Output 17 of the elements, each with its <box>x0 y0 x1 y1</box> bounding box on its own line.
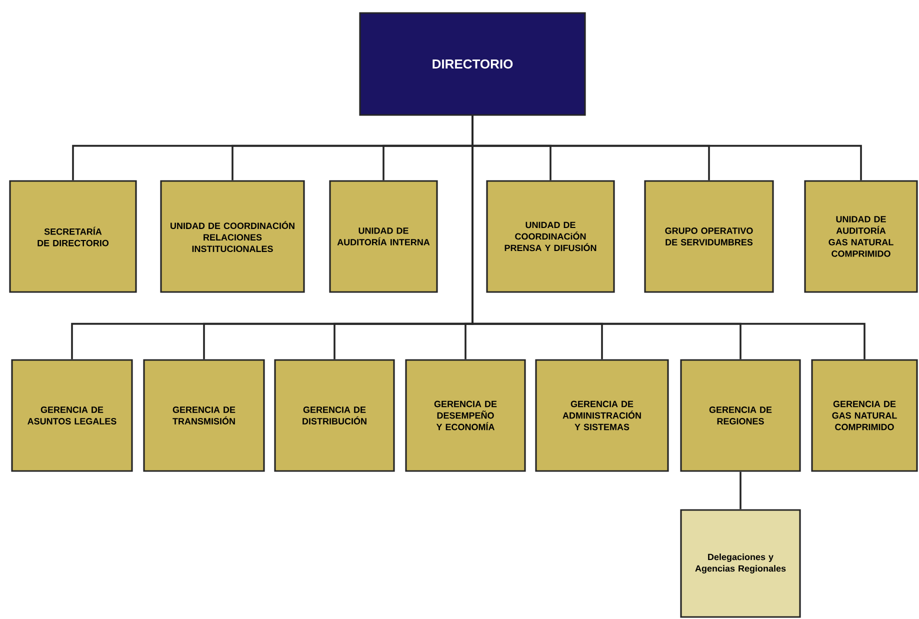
department-box: GRUPO OPERATIVO DE SERVIDUMBRES <box>644 180 774 293</box>
department-box: GERENCIA DE GAS NATURAL COMPRIMIDO <box>811 359 918 472</box>
department-box: GERENCIA DE REGIONES <box>680 359 801 472</box>
connector-line <box>472 116 866 360</box>
department-box: SECRETARÍA DE DIRECTORIO <box>9 180 137 293</box>
directorate-box: DIRECTORIO <box>359 12 586 116</box>
department-box: GERENCIA DE DESEMPEÑO Y ECONOMÍA <box>405 359 526 472</box>
department-box: UNIDAD DE COORDINACIÓN RELACIONES INSTITUCIONALES <box>160 180 305 293</box>
department-box: GERENCIA DE TRANSMISIÓN <box>143 359 265 472</box>
department-box: UNIDAD DE AUDITORÍA GAS NATURAL COMPRIMIDO <box>804 180 918 293</box>
department-box: UNIDAD DE AUDITORÍA INTERNA <box>329 180 438 293</box>
department-box: UNIDAD DE COORDINACiÓN PRENSA Y DIFUSIÓN <box>486 180 615 293</box>
department-box: GERENCIA DE ADMINISTRACIÓN Y SISTEMAS <box>535 359 669 472</box>
department-box: GERENCIA DE ASUNTOS LEGALES <box>11 359 133 472</box>
department-box: GERENCIA DE DISTRIBUCIÓN <box>274 359 395 472</box>
office-box: Delegaciones y Agencias Regionales <box>680 509 801 618</box>
connector-line <box>740 472 742 510</box>
